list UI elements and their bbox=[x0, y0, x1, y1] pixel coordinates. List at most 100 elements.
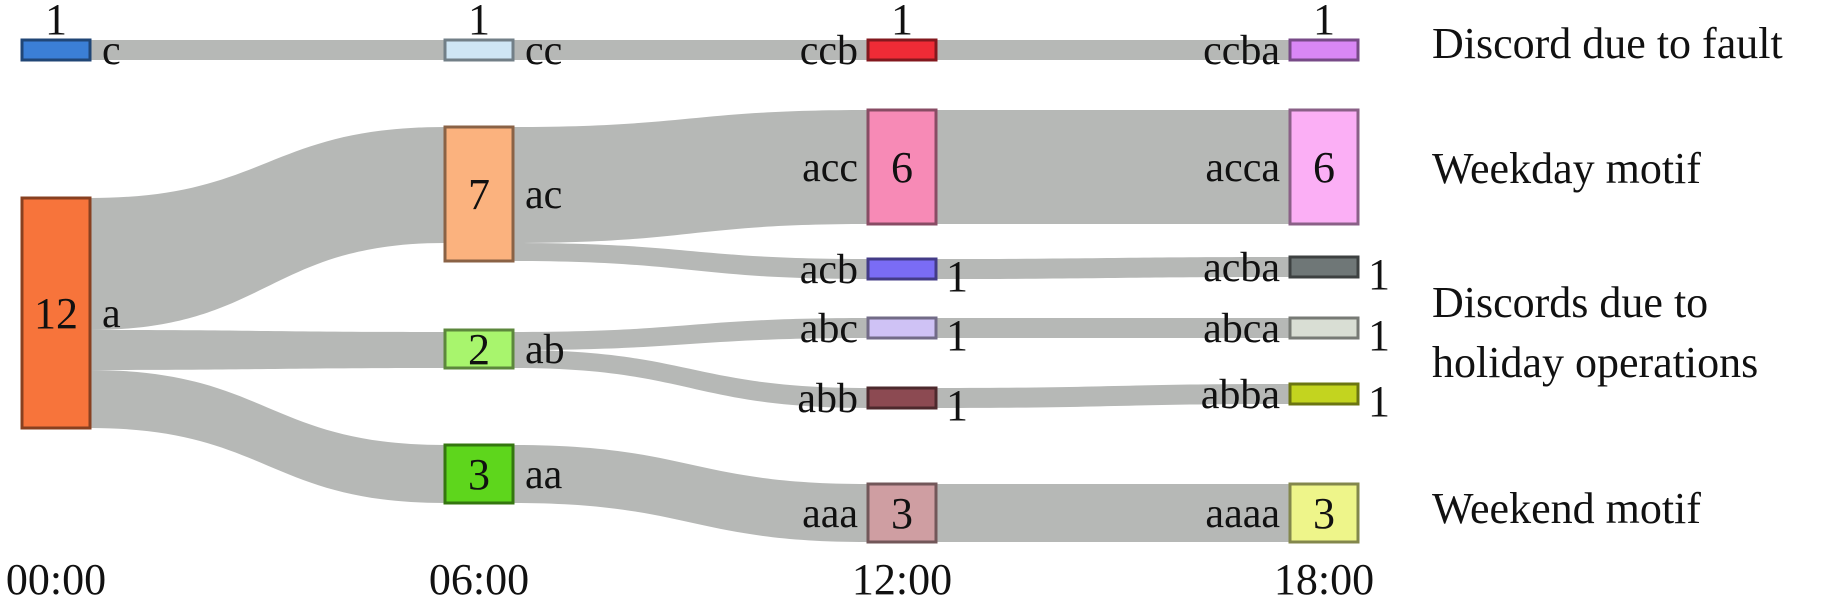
node-box-a bbox=[20, 196, 92, 430]
flow-link-ab-abc bbox=[513, 318, 868, 350]
flow-link-c-cc bbox=[90, 40, 445, 60]
node-acc: acc 6 bbox=[802, 108, 938, 226]
node-label-ccba: ccba bbox=[1203, 28, 1280, 74]
node-cc: cc 1 bbox=[443, 0, 562, 74]
node-count-acb: 1 bbox=[946, 252, 968, 301]
node-a: a12 bbox=[20, 196, 121, 430]
category-label-line: Discords due to bbox=[1432, 278, 1708, 327]
node-label-aa: aa bbox=[525, 452, 563, 498]
node-label-ac: ac bbox=[525, 172, 562, 218]
node-label-acb: acb bbox=[800, 247, 858, 293]
flow-link-ac-acb bbox=[513, 243, 868, 279]
node-abb: abb 1 bbox=[797, 376, 968, 430]
node-ab: ab 2 bbox=[443, 325, 565, 374]
node-aaa: aaa 3 bbox=[802, 482, 938, 544]
time-axis-label: 18:00 bbox=[1274, 555, 1374, 596]
node-box-acb bbox=[866, 257, 938, 281]
node-box-ab bbox=[443, 328, 515, 370]
flow-link-abc-abca bbox=[936, 318, 1290, 338]
node-count-ab: 2 bbox=[468, 325, 490, 374]
node-count-ac: 7 bbox=[468, 170, 490, 219]
node-box-acc bbox=[866, 108, 938, 226]
category-label-line: holiday operations bbox=[1432, 338, 1758, 387]
node-count-abc: 1 bbox=[946, 311, 968, 360]
node-label-acba: acba bbox=[1203, 245, 1280, 291]
time-axis-label: 12:00 bbox=[852, 555, 952, 596]
node-count-ccb: 1 bbox=[891, 0, 913, 44]
flow-link-ccb-ccba bbox=[936, 40, 1290, 60]
node-box-abb bbox=[866, 386, 938, 410]
flow-link-ac-acc bbox=[513, 110, 868, 243]
node-count-ccba: 1 bbox=[1313, 0, 1335, 44]
node-c: c1 bbox=[20, 0, 121, 74]
category-holiday: Discords due to holiday operations bbox=[1432, 278, 1758, 387]
flow-links bbox=[90, 40, 1290, 542]
node-count-abb: 1 bbox=[946, 381, 968, 430]
node-label-abba: abba bbox=[1201, 372, 1281, 418]
node-box-cc bbox=[443, 38, 515, 62]
flow-link-acc-acca bbox=[936, 110, 1290, 224]
node-ac: ac 7 bbox=[443, 125, 562, 263]
node-box-ac bbox=[443, 125, 515, 263]
node-label-c: c bbox=[102, 28, 121, 74]
category-fault: Discord due to fault bbox=[1432, 19, 1783, 68]
flow-link-ab-abb bbox=[513, 350, 868, 408]
node-ccba: ccba 1 bbox=[1203, 0, 1360, 74]
flow-link-acb-acba bbox=[936, 257, 1290, 279]
node-count-acba: 1 bbox=[1368, 250, 1390, 299]
node-aa: aa 3 bbox=[443, 443, 563, 505]
node-label-acc: acc bbox=[802, 145, 858, 191]
node-acca: acca 6 bbox=[1205, 108, 1360, 226]
node-count-acc: 6 bbox=[891, 143, 913, 192]
node-box-ccba bbox=[1288, 38, 1360, 62]
node-label-acca: acca bbox=[1205, 145, 1280, 191]
node-count-aa: 3 bbox=[468, 450, 490, 499]
flow-link-aa-aaa bbox=[513, 445, 868, 542]
flow-link-aaa-aaaa bbox=[936, 484, 1290, 542]
node-label-abb: abb bbox=[797, 376, 858, 422]
node-abc: abc 1 bbox=[800, 306, 968, 360]
node-box-aaaa bbox=[1288, 482, 1360, 544]
node-count-acca: 6 bbox=[1313, 143, 1335, 192]
flow-link-a-ac bbox=[90, 127, 445, 330]
node-box-abba bbox=[1288, 382, 1360, 406]
node-box-c bbox=[20, 38, 92, 62]
node-abca: abca 1 bbox=[1203, 306, 1390, 360]
node-ccb: ccb 1 bbox=[800, 0, 938, 74]
node-count-abba: 1 bbox=[1368, 377, 1390, 426]
node-label-ab: ab bbox=[525, 327, 565, 373]
category-weekend: Weekend motif bbox=[1432, 484, 1701, 533]
time-axis-label: 06:00 bbox=[429, 555, 529, 596]
node-count-aaaa: 3 bbox=[1313, 489, 1335, 538]
node-label-cc: cc bbox=[525, 28, 562, 74]
node-label-abc: abc bbox=[800, 306, 858, 352]
node-label-aaa: aaa bbox=[802, 491, 858, 537]
time-axis-label: 00:00 bbox=[6, 555, 106, 596]
node-box-acca bbox=[1288, 108, 1360, 226]
node-count-cc: 1 bbox=[468, 0, 490, 44]
flow-link-cc-ccb bbox=[513, 40, 868, 60]
node-acba: acba 1 bbox=[1203, 245, 1390, 299]
time-axis: 00:00 06:00 12:00 18:00 bbox=[6, 555, 1374, 596]
node-box-ccb bbox=[866, 38, 938, 62]
category-label-line: Weekend motif bbox=[1432, 484, 1701, 533]
node-label-ccb: ccb bbox=[800, 28, 858, 74]
node-aaaa: aaaa 3 bbox=[1205, 482, 1360, 544]
node-box-abca bbox=[1288, 316, 1360, 340]
flow-link-a-ab bbox=[90, 330, 445, 370]
category-label-line: Weekday motif bbox=[1432, 144, 1701, 193]
node-acb: acb 1 bbox=[800, 247, 968, 301]
node-box-aa bbox=[443, 443, 515, 505]
node-label-abca: abca bbox=[1203, 306, 1280, 352]
node-box-acba bbox=[1288, 255, 1360, 279]
node-box-abc bbox=[866, 316, 938, 340]
node-abba: abba 1 bbox=[1201, 372, 1390, 426]
category-label-line: Discord due to fault bbox=[1432, 19, 1783, 68]
category-weekday: Weekday motif bbox=[1432, 144, 1701, 193]
node-label-aaaa: aaaa bbox=[1205, 491, 1280, 537]
node-count-abca: 1 bbox=[1368, 311, 1390, 360]
node-count-aaa: 3 bbox=[891, 489, 913, 538]
